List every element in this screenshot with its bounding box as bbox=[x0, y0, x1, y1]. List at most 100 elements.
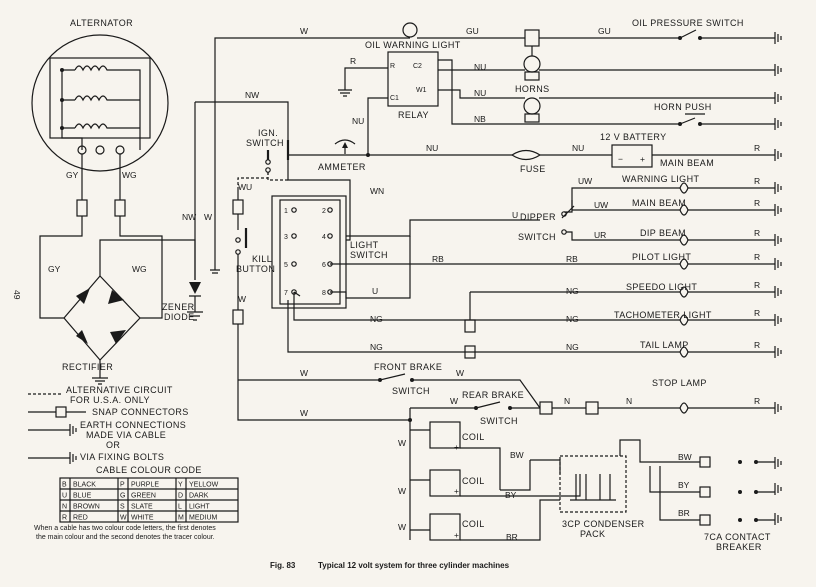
colour-code-name: GREEN bbox=[131, 493, 156, 500]
contact-breaker: 7CA CONTACT BREAKER bbox=[699, 456, 775, 552]
wire-label-nw: NW bbox=[245, 90, 259, 100]
wire-label-u: U bbox=[372, 286, 378, 296]
wire-label-w: W bbox=[238, 294, 246, 304]
lamp-speedo-light: SPEEDO LIGHT bbox=[626, 282, 775, 298]
main-beam-label: MAIN BEAM bbox=[632, 198, 686, 208]
figure-number: Fig. 83 bbox=[270, 561, 296, 570]
relay-label: RELAY bbox=[398, 110, 429, 120]
wire-label-w: W bbox=[204, 212, 212, 222]
wire-label-w: W bbox=[300, 368, 308, 378]
wire-label-w: W bbox=[300, 26, 308, 36]
zener-label-2: DIODE bbox=[164, 312, 195, 322]
colour-code-letter: S bbox=[120, 504, 125, 511]
fuse: NU NU FUSE bbox=[368, 143, 612, 174]
ign-switch-label-2: SWITCH bbox=[246, 138, 284, 148]
light-switch-terminal-4: 4 bbox=[322, 234, 326, 241]
colour-code-letter: U bbox=[62, 493, 67, 500]
kill-button-label-2: BUTTON bbox=[236, 264, 275, 274]
wire-label-r: R bbox=[754, 228, 760, 238]
stator-windings bbox=[60, 65, 141, 150]
condenser-pack-label: 3CP CONDENSER bbox=[562, 519, 645, 529]
speedo-light-label: SPEEDO LIGHT bbox=[626, 282, 697, 292]
wire-label-u: U bbox=[512, 210, 518, 220]
kill-button-label: KILL bbox=[252, 254, 272, 264]
wire-label-r: R bbox=[754, 308, 760, 318]
wire-label-nu: NU bbox=[474, 88, 486, 98]
colour-code-name: YELLOW bbox=[189, 482, 219, 489]
coil-1: COIL + bbox=[410, 421, 501, 490]
wire-label-w: W bbox=[456, 368, 464, 378]
oil-warning-light-label: OIL WARNING LIGHT bbox=[365, 40, 461, 50]
colour-code-name: LIGHT bbox=[189, 504, 210, 511]
snap-connector bbox=[539, 401, 553, 415]
colour-code-letter: D bbox=[178, 493, 183, 500]
lamp-main-beam: MAIN BEAM bbox=[632, 198, 775, 216]
earth-symbols bbox=[774, 32, 782, 525]
rectifier-bridge: RECTIFIER bbox=[62, 239, 196, 385]
ammeter: AMMETER bbox=[318, 139, 370, 172]
colour-code-name: BLACK bbox=[73, 482, 96, 489]
wire-label-n: N bbox=[564, 396, 570, 406]
light-switch-terminal-7: 7 bbox=[284, 290, 288, 297]
page-number: 49 bbox=[12, 290, 22, 300]
front-brake-switch-label-2: SWITCH bbox=[392, 386, 430, 396]
ammeter-label: AMMETER bbox=[318, 162, 366, 172]
wire-label-nu: NU bbox=[572, 143, 584, 153]
dipper-switch-label-2: SWITCH bbox=[518, 232, 556, 242]
coil-label: COIL bbox=[462, 476, 485, 486]
dipper-switch-label: DIPPER bbox=[520, 212, 556, 222]
colour-code-letter: W bbox=[120, 515, 127, 522]
condenser-pack-label-2: PACK bbox=[580, 529, 605, 539]
battery: 12 V BATTERY − + R MAIN BEAM bbox=[600, 132, 775, 168]
cable-colour-note-1: When a cable has two colour code letters… bbox=[34, 525, 216, 532]
light-switch-terminal-5: 5 bbox=[284, 262, 288, 269]
alternator-housing bbox=[31, 34, 169, 172]
wire-label-uw: UW bbox=[578, 176, 592, 186]
relay-terminal-r: R bbox=[390, 63, 395, 70]
cable-colour-note-2: the main colour and the second denotes t… bbox=[36, 534, 215, 541]
wire-label-bw: BW bbox=[510, 450, 524, 460]
horn-push: HORN PUSH bbox=[654, 102, 775, 126]
zener-diode: ZENER DIODE NW W bbox=[162, 102, 212, 322]
wire-label-w: W bbox=[300, 408, 308, 418]
legend-alt-label-2: FOR U.S.A. ONLY bbox=[70, 395, 150, 405]
wire-label-w: W bbox=[398, 486, 406, 496]
horns-label: HORNS bbox=[515, 84, 550, 94]
colour-code-name: BLUE bbox=[73, 493, 92, 500]
coil-3: COIL + bbox=[410, 499, 560, 541]
colour-code-letter: G bbox=[120, 493, 125, 500]
stop-lamp: STOP LAMP bbox=[652, 378, 775, 414]
wire-label-r: R bbox=[754, 280, 760, 290]
light-switch-label: LIGHT bbox=[350, 240, 379, 250]
colour-code-letter: L bbox=[178, 504, 182, 511]
wire-label-rb: RB bbox=[566, 254, 578, 264]
coil-plus: + bbox=[454, 486, 459, 496]
coil-label: COIL bbox=[462, 432, 485, 442]
snap-connector bbox=[114, 199, 126, 217]
wire-label-nu: NU bbox=[426, 143, 438, 153]
wire-label-ur: UR bbox=[594, 230, 606, 240]
colour-code-letter: P bbox=[120, 482, 125, 489]
lamp-tail-lamp: TAIL LAMP bbox=[640, 340, 775, 358]
wire-label-bw: BW bbox=[678, 452, 692, 462]
wire-label-r: R bbox=[754, 143, 760, 153]
wire-label-ng: NG bbox=[370, 314, 383, 324]
wire-label-uw: UW bbox=[594, 200, 608, 210]
wire-label-r: R bbox=[350, 56, 356, 66]
wire-label-gu: GU bbox=[598, 26, 611, 36]
colour-code-name: PURPLE bbox=[131, 482, 159, 489]
contact-breaker-label: 7CA CONTACT bbox=[704, 532, 771, 542]
wire-label-gy: GY bbox=[48, 264, 61, 274]
relay: C2 W1 C1 R RELAY R NU NU NB NU bbox=[338, 51, 775, 155]
zener-label: ZENER bbox=[162, 302, 195, 312]
wire-label-ng: NG bbox=[566, 286, 579, 296]
legend-snap-icon bbox=[55, 406, 67, 418]
legend-earth-label-2: MADE VIA CABLE bbox=[86, 430, 166, 440]
stop-lamp-label: STOP LAMP bbox=[652, 378, 707, 388]
colour-code-name: BROWN bbox=[73, 504, 100, 511]
wire-label-gu: GU bbox=[466, 26, 479, 36]
colour-code-name: WHITE bbox=[131, 515, 154, 522]
snap-connector bbox=[76, 199, 88, 217]
light-switch-terminal-3: 3 bbox=[284, 234, 288, 241]
